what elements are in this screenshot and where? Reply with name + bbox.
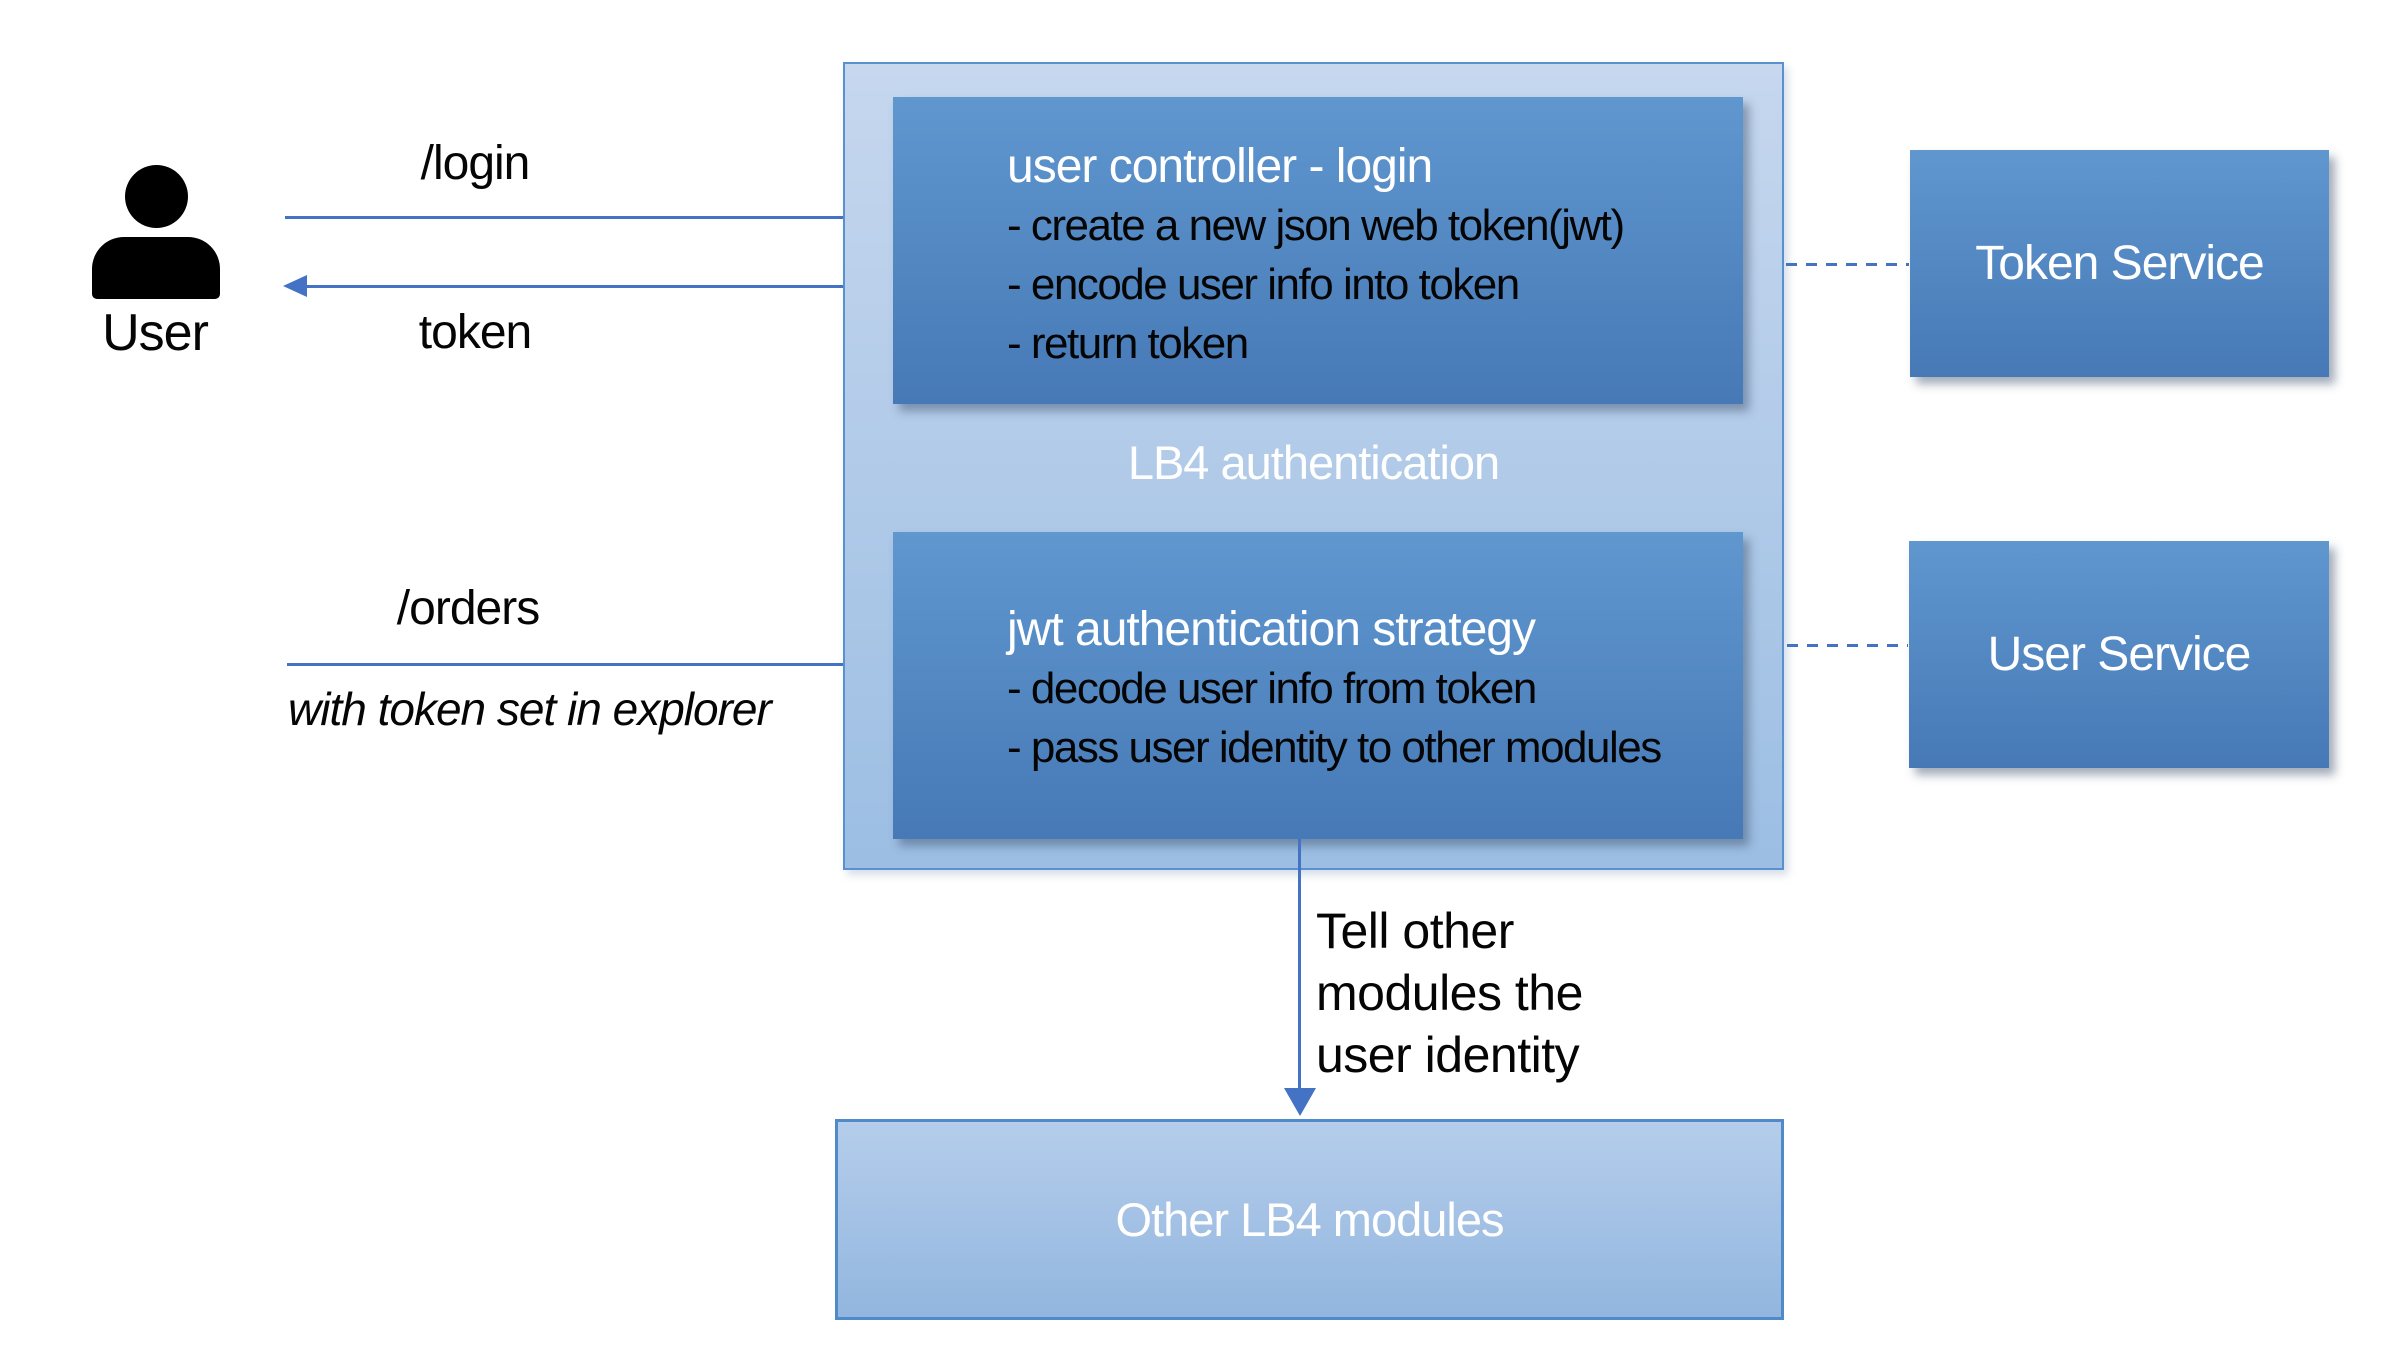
text-line: - decode user info from token bbox=[1007, 664, 1537, 713]
identity-flow-note: Tell other modules the user identity bbox=[1316, 900, 1583, 1086]
token-arrowhead-icon bbox=[283, 275, 307, 297]
identity-flow-arrow-line bbox=[1298, 839, 1301, 1089]
identity-flow-arrowhead-icon bbox=[1284, 1088, 1316, 1116]
user-service-label: User Service bbox=[1987, 628, 2252, 681]
jwt-strategy-bullets: - decode user info from token - pass user… bbox=[1007, 659, 1713, 777]
user-service-connector bbox=[1787, 644, 1908, 647]
user-controller-title: user controller - login bbox=[1007, 140, 1433, 193]
user-controller-box: user controller - login - create a new j… bbox=[893, 97, 1743, 404]
other-lb4-modules-label: Other LB4 modules bbox=[1115, 1193, 1505, 1246]
text-line: - pass user identity to other modules bbox=[1007, 723, 1662, 772]
token-service-label: Token Service bbox=[1975, 237, 2264, 290]
token-service-connector bbox=[1786, 263, 1909, 266]
user-service-box: User Service bbox=[1909, 541, 2329, 768]
lb4-authentication-label: LB4 authentication bbox=[1127, 436, 1500, 489]
jwt-strategy-box: jwt authentication strategy - decode use… bbox=[893, 532, 1743, 839]
user-controller-bullets: - create a new json web token(jwt) - enco… bbox=[1007, 196, 1713, 373]
text-line: - encode user info into token bbox=[1007, 260, 1520, 309]
login-request-label: /login bbox=[420, 137, 531, 190]
user-person-icon bbox=[125, 165, 188, 228]
orders-request-label: /orders bbox=[396, 582, 540, 635]
token-service-box: Token Service bbox=[1910, 150, 2329, 377]
orders-note: with token set in explorer bbox=[288, 683, 772, 735]
user-person-icon-body bbox=[92, 237, 220, 299]
token-response-label: token bbox=[418, 306, 532, 359]
text-line: user identity bbox=[1316, 1027, 1580, 1083]
login-arrow-line bbox=[285, 216, 949, 219]
other-lb4-modules-box: Other LB4 modules bbox=[835, 1119, 1784, 1320]
text-line: modules the bbox=[1316, 965, 1583, 1021]
jwt-strategy-title: jwt authentication strategy bbox=[1007, 603, 1536, 656]
orders-arrow-line bbox=[287, 663, 951, 666]
user-actor-label: User bbox=[102, 304, 209, 362]
text-line: Tell other bbox=[1316, 903, 1514, 959]
text-line: - return token bbox=[1007, 319, 1249, 368]
text-line: - create a new json web token(jwt) bbox=[1007, 201, 1625, 250]
token-arrow-line bbox=[307, 285, 973, 288]
